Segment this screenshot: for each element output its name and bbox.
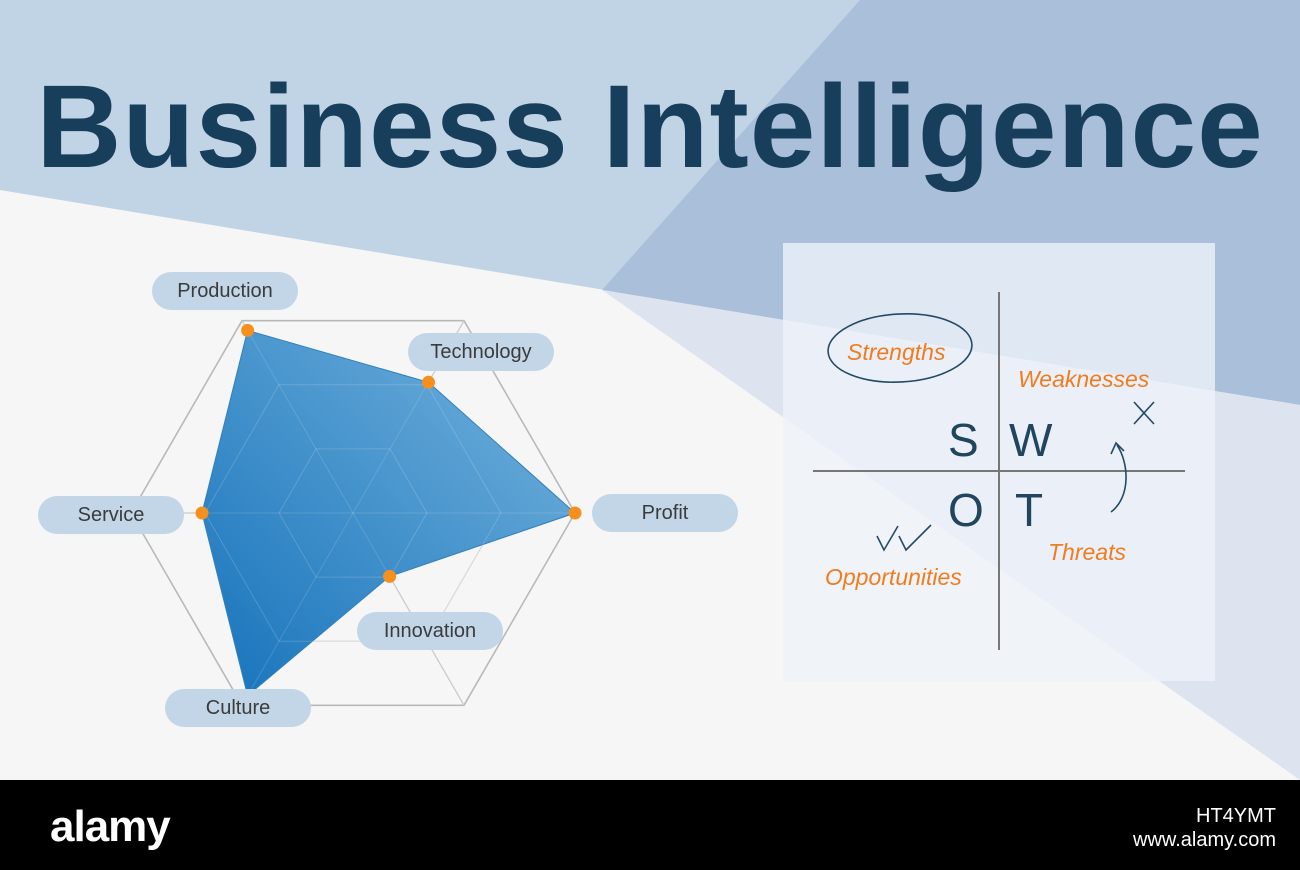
page-title: Business Intelligence [36, 61, 1264, 193]
strengths-circle-icon [827, 313, 973, 383]
swot-letter-w: W [1009, 414, 1053, 466]
footer-image-code: HT4YMT [1196, 805, 1276, 827]
radar-point-service [195, 506, 209, 520]
swot-threats-label: Threats [1048, 539, 1126, 565]
double-checkmark-icon [876, 524, 932, 552]
radar-label-service: Service [38, 496, 184, 534]
radar-point-production [241, 323, 255, 337]
swot-letter-t: T [1015, 484, 1044, 536]
swot-grid [813, 292, 1185, 650]
radar-label-production: Production [152, 272, 298, 310]
infographic-canvas: Business Intelligence Production Technol… [0, 0, 1300, 780]
radar-point-profit [568, 506, 582, 520]
swot-panel: S W O T Strengths Weaknesses Opportuniti… [783, 243, 1215, 681]
footer-bar: alamy HT4YMT www.alamy.com [0, 780, 1300, 870]
footer-image-id: HT4YMT www.alamy.com [1133, 804, 1276, 852]
radar-point-innovation [383, 569, 397, 583]
radar-point-technology [422, 375, 435, 389]
swot-strengths-label: Strengths [847, 339, 946, 365]
radar-spoke-overlay [241, 512, 354, 706]
swot-weaknesses-label: Weaknesses [1018, 366, 1150, 392]
radar-chart [130, 319, 582, 707]
radar-spoke-overlay [352, 512, 465, 706]
x-mark-icon [1133, 401, 1155, 425]
swot-letter-o: O [948, 484, 984, 536]
radar-label-culture: Culture [165, 689, 311, 727]
footer-logo: alamy [50, 802, 171, 851]
radar-label-technology: Technology [408, 333, 554, 371]
swot-letter-s: S [948, 414, 979, 466]
radar-label-innovation: Innovation [357, 612, 503, 650]
radar-spoke-overlay [241, 320, 354, 514]
swot-opportunities-label: Opportunities [825, 564, 962, 590]
radar-label-profit: Profit [592, 494, 738, 532]
footer-site: www.alamy.com [1133, 829, 1276, 851]
curved-arrow-icon [1110, 441, 1127, 513]
